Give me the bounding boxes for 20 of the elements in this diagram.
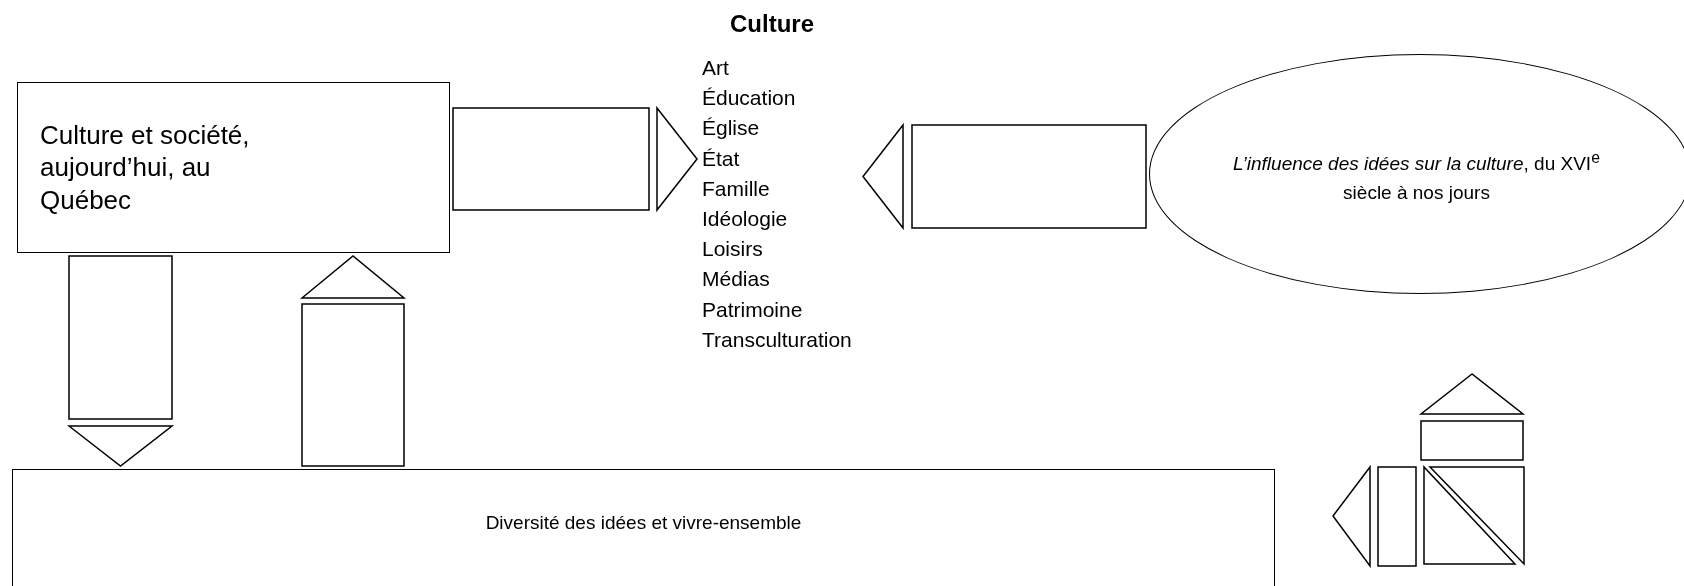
block-arrow bbox=[862, 122, 1147, 231]
ellipse-text: L’influence des idées sur la culture, du XVI$^{e}$ siècle à nos jours bbox=[1232, 148, 1601, 206]
box-text: Diversité des idées et vivre-ensemble bbox=[484, 512, 803, 534]
list-item: Médias bbox=[702, 267, 770, 292]
box-text: Culture et société, aujourd’hui, au Québec bbox=[40, 118, 251, 217]
list-item: Éducation bbox=[702, 86, 796, 111]
list-item: Loisirs bbox=[702, 237, 763, 262]
list-item: Art bbox=[702, 56, 729, 80]
list-item: Idéologie bbox=[702, 207, 788, 231]
heading: Culture bbox=[730, 10, 814, 38]
text-box bbox=[17, 82, 450, 253]
list-item: État bbox=[702, 146, 740, 171]
list-item: Patrimoine bbox=[702, 297, 803, 322]
block-arrow bbox=[299, 255, 407, 467]
text-box bbox=[12, 469, 1275, 586]
list-item: Transculturation bbox=[702, 327, 852, 352]
block-arrow bbox=[66, 255, 175, 467]
list-item: Église bbox=[702, 116, 760, 141]
list-item: Famille bbox=[702, 176, 770, 201]
block-arrow bbox=[452, 105, 698, 213]
